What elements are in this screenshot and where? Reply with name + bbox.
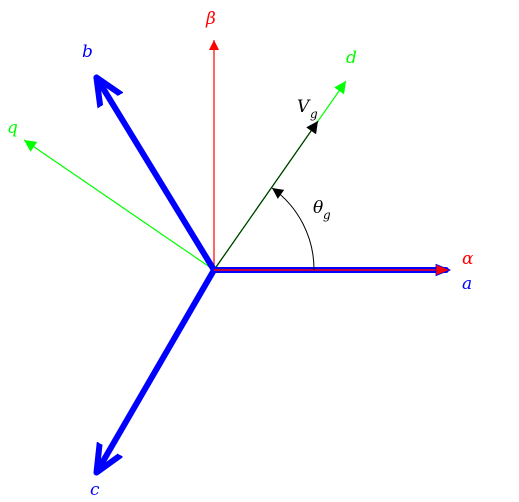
- a-label: a: [462, 274, 472, 294]
- q-axis: [23, 139, 215, 271]
- c-axis: [98, 267, 217, 470]
- q-label: q: [7, 118, 18, 138]
- theta-angle-arc: [271, 187, 315, 271]
- theta-label-sub: g: [323, 208, 331, 222]
- b-axis: [98, 80, 217, 273]
- vg-label-sub: g: [310, 107, 318, 121]
- theta-label-main: θ: [313, 198, 323, 218]
- c-label: c: [90, 480, 100, 500]
- b-label: b: [82, 42, 93, 62]
- alpha-label: α: [462, 249, 474, 269]
- vg-label: V g: [297, 97, 318, 121]
- d-label: d: [346, 48, 357, 68]
- beta-label: β: [205, 9, 216, 29]
- vg-label-main: V: [297, 97, 311, 117]
- theta-label: θ g: [313, 198, 331, 222]
- vg-vector: [213, 120, 319, 271]
